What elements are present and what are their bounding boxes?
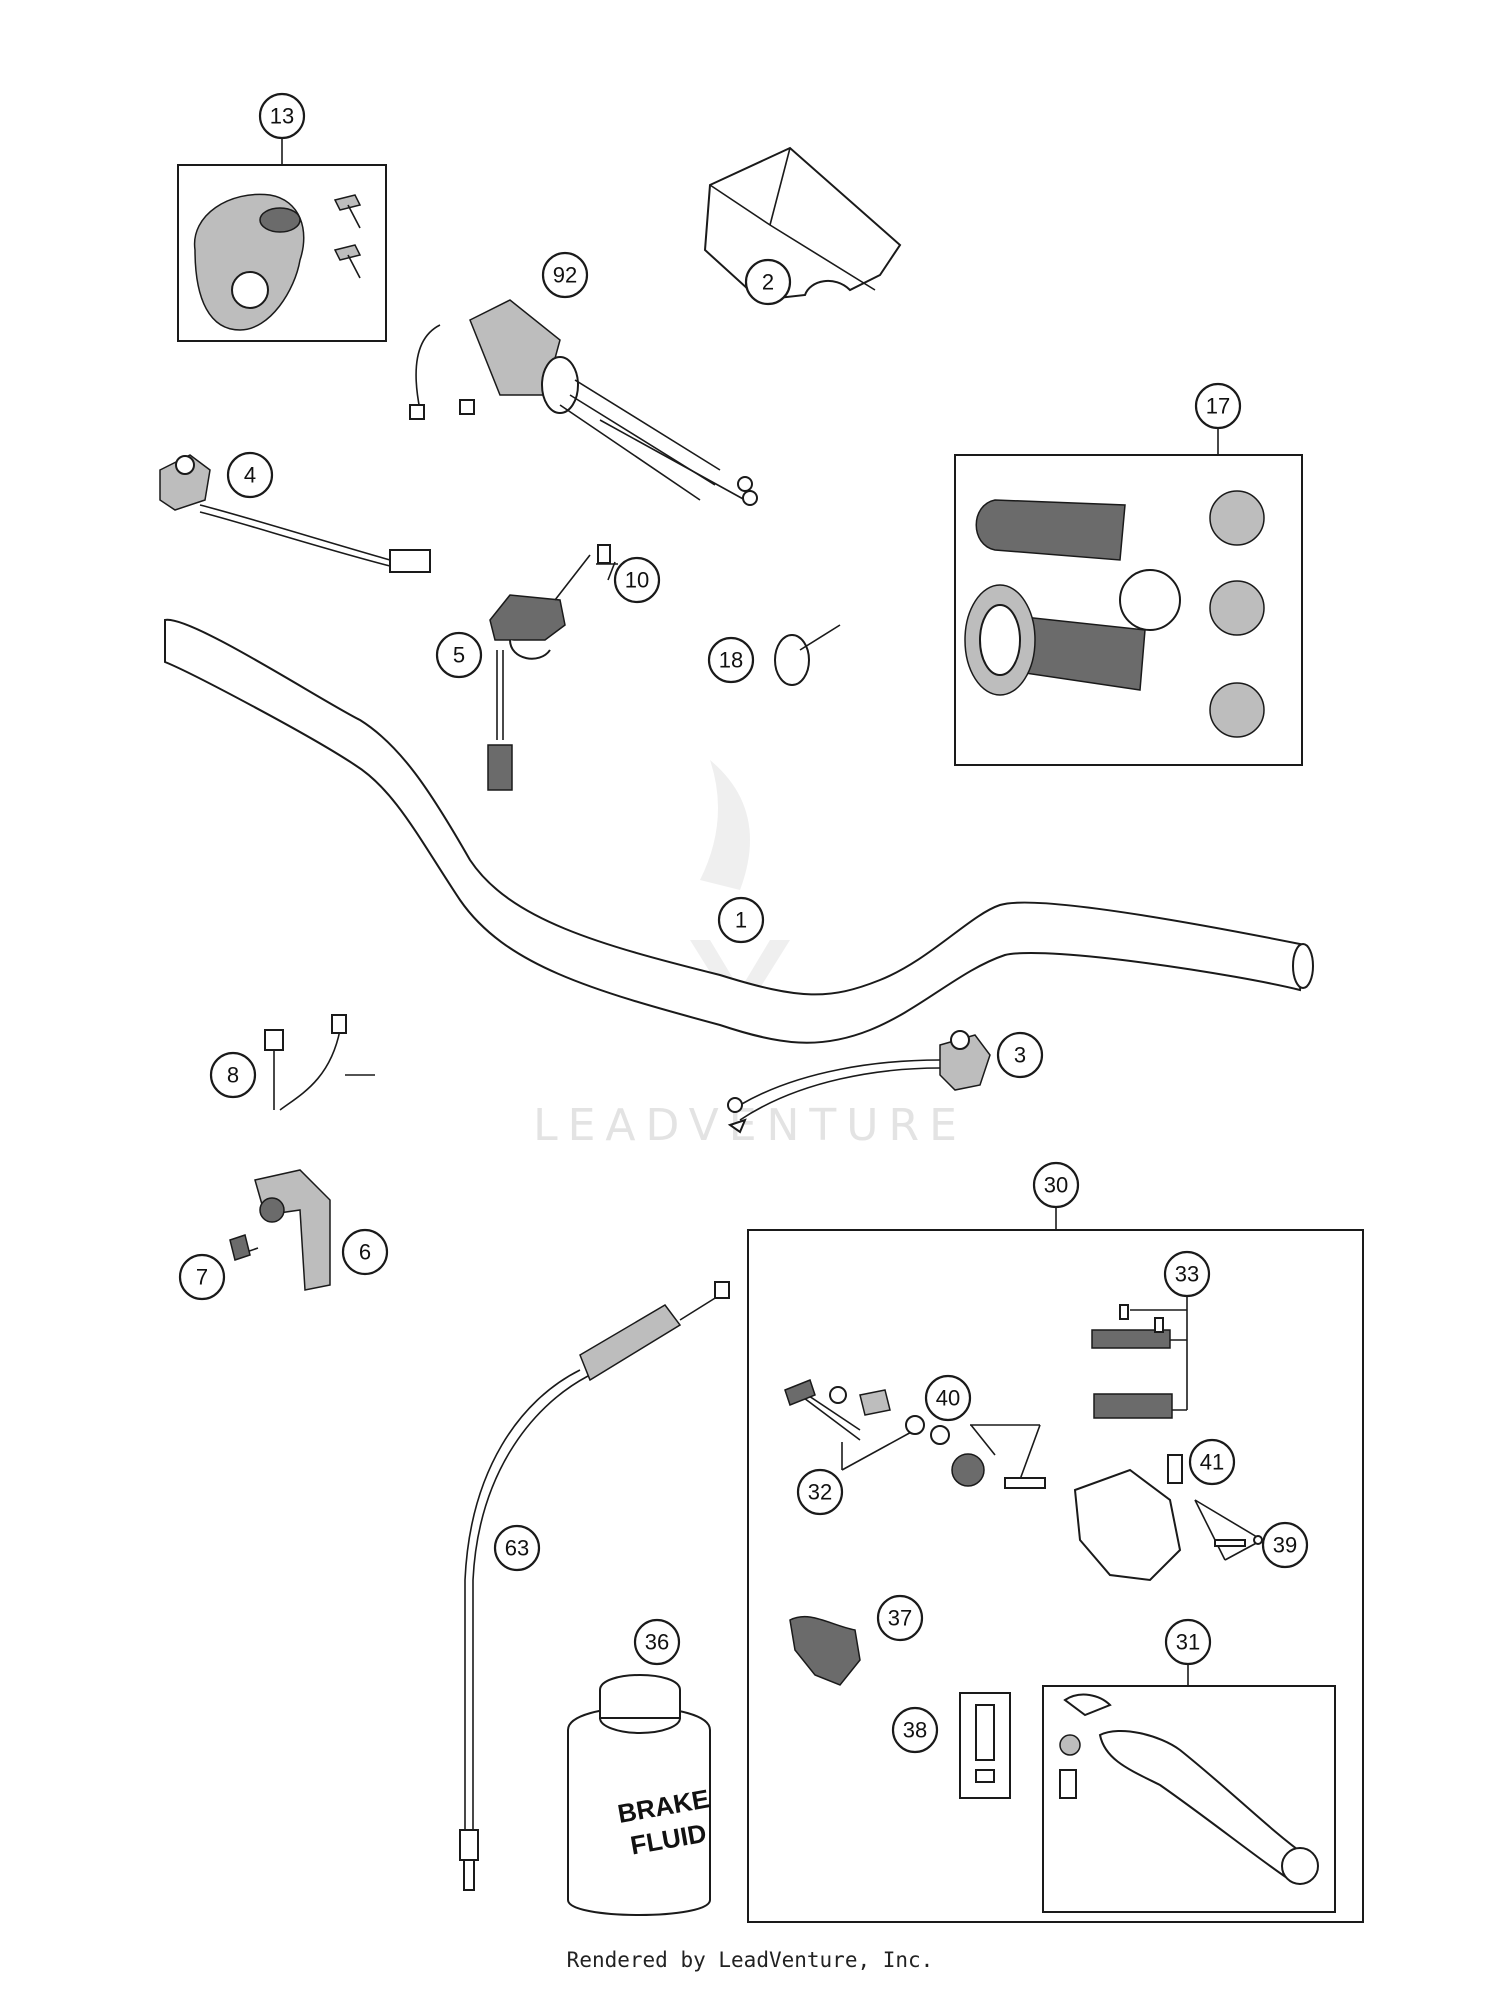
callout-c6[interactable]: 6 xyxy=(341,1228,389,1276)
callout-c92[interactable]: 92 xyxy=(541,251,589,299)
callout-c2[interactable]: 2 xyxy=(744,258,792,306)
switch-housing xyxy=(193,193,362,331)
callout-number: 31 xyxy=(1176,1630,1200,1655)
callout-c1[interactable]: 1 xyxy=(717,896,765,944)
callout-number: 40 xyxy=(936,1386,960,1411)
callout-number: 63 xyxy=(505,1536,529,1561)
watermark-text: LEADVENTURE xyxy=(533,1100,967,1151)
callout-c4[interactable]: 4 xyxy=(226,451,274,499)
callout-number: 8 xyxy=(227,1063,239,1088)
callout-number: 4 xyxy=(244,463,256,488)
callout-number: 1 xyxy=(735,908,747,933)
start-button-cable xyxy=(264,1014,347,1111)
callout-c31[interactable]: 31 xyxy=(1164,1618,1212,1666)
cable-tie xyxy=(774,624,841,686)
box-38 xyxy=(959,1692,1011,1799)
callout-c41[interactable]: 41 xyxy=(1188,1438,1236,1486)
callout-number: 39 xyxy=(1273,1533,1297,1558)
watermark: LEADVENTURE xyxy=(533,760,967,1151)
callout-c7[interactable]: 7 xyxy=(178,1253,226,1301)
callout-number: 33 xyxy=(1175,1262,1199,1287)
callout-c32[interactable]: 32 xyxy=(796,1468,844,1516)
callout-c30[interactable]: 30 xyxy=(1032,1161,1080,1209)
kill-switch-left xyxy=(159,454,431,573)
callout-c37[interactable]: 37 xyxy=(876,1594,924,1642)
callout-c18[interactable]: 18 xyxy=(707,636,755,684)
callout-c38[interactable]: 38 xyxy=(891,1706,939,1754)
callout-c3[interactable]: 3 xyxy=(996,1031,1044,1079)
callout-number: 5 xyxy=(453,643,465,668)
callout-number: 10 xyxy=(625,568,649,593)
callout-number: 13 xyxy=(270,104,294,129)
brake-line xyxy=(459,1281,730,1891)
box-31 xyxy=(1042,1685,1336,1913)
callout-c13[interactable]: 13 xyxy=(258,92,306,140)
callout-number: 41 xyxy=(1200,1450,1224,1475)
callout-number: 92 xyxy=(553,263,577,288)
footer-credit: Rendered by LeadVenture, Inc. xyxy=(566,1948,934,1972)
callout-c63[interactable]: 63 xyxy=(493,1524,541,1572)
box-30 xyxy=(747,1229,1364,1923)
handlebar-pad xyxy=(703,146,902,302)
callout-c33[interactable]: 33 xyxy=(1163,1250,1211,1298)
callout-c5[interactable]: 5 xyxy=(435,631,483,679)
callout-number: 6 xyxy=(359,1240,371,1265)
callout-number: 30 xyxy=(1044,1173,1068,1198)
callout-number: 38 xyxy=(903,1718,927,1743)
handlebar xyxy=(164,618,1314,1044)
throttle-assembly xyxy=(409,299,758,506)
brake-fluid-bottle: BRAKE FLUID xyxy=(567,1674,712,1916)
callout-number: 37 xyxy=(888,1606,912,1631)
map-switch xyxy=(487,544,611,791)
callout-c39[interactable]: 39 xyxy=(1261,1521,1309,1569)
kill-switch-right xyxy=(727,1030,991,1134)
grips xyxy=(964,490,1265,738)
callout-number: 3 xyxy=(1014,1043,1026,1068)
master-cylinder-parts xyxy=(784,1304,1319,1885)
callout-number: 17 xyxy=(1206,394,1230,419)
callout-number: 18 xyxy=(719,648,743,673)
callout-c17[interactable]: 17 xyxy=(1194,382,1242,430)
callout-c10[interactable]: 10 xyxy=(613,556,661,604)
box-17 xyxy=(954,454,1303,766)
callout-c36[interactable]: 36 xyxy=(633,1618,681,1666)
callout-c8[interactable]: 8 xyxy=(209,1051,257,1099)
callout-c40[interactable]: 40 xyxy=(924,1374,972,1422)
bracket-holder xyxy=(229,1169,331,1291)
callout-number: 36 xyxy=(645,1630,669,1655)
callout-number: 7 xyxy=(196,1265,208,1290)
callout-number: 32 xyxy=(808,1480,832,1505)
callout-number: 2 xyxy=(762,270,774,295)
leader-lines xyxy=(237,136,1263,1686)
